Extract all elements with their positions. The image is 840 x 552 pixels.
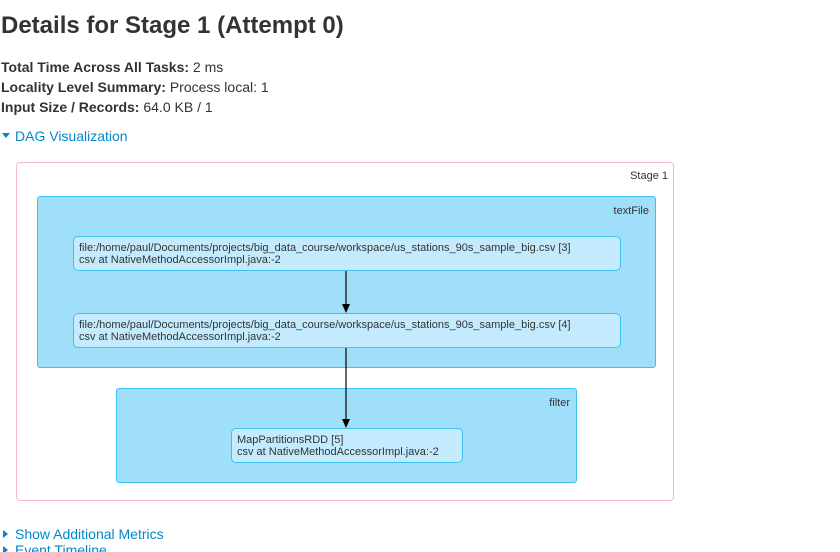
summary-input-size: Input Size / Records: 64.0 KB / 1 [1, 97, 269, 117]
show-additional-metrics-label: Show Additional Metrics [15, 526, 164, 542]
page-title: Details for Stage 1 (Attempt 0) [1, 12, 344, 39]
edge-3-to-4 [342, 271, 350, 313]
stage-summary: Total Time Across All Tasks: 2 ms Locali… [1, 57, 269, 117]
rdd-node-4-callsite: csv at NativeMethodAccessorImpl.java:-2 [79, 331, 281, 343]
cluster-filter-label: filter [549, 397, 570, 409]
chevron-down-icon [1, 131, 15, 141]
rdd-node-3[interactable]: file:/home/paul/Documents/projects/big_d… [73, 236, 621, 271]
event-timeline-label: Event Timeline [15, 542, 107, 552]
cluster-textfile-label: textFile [613, 205, 649, 217]
dag-visualization-toggle[interactable]: DAG Visualization [1, 126, 128, 146]
dag-graph: Stage 1 textFile filter file:/home/paul/… [16, 162, 674, 501]
show-additional-metrics-link[interactable]: Show Additional Metrics [1, 524, 164, 544]
total-time-value: 2 ms [192, 59, 224, 75]
input-size-value: 64.0 KB / 1 [143, 99, 213, 115]
locality-value: Process local: 1 [169, 79, 269, 95]
locality-label: Locality Level Summary: [1, 79, 166, 95]
rdd-node-5-name: MapPartitionsRDD [5] [237, 434, 344, 446]
rdd-node-4-name: file:/home/paul/Documents/projects/big_d… [79, 319, 571, 331]
summary-total-time: Total Time Across All Tasks: 2 ms [1, 57, 269, 77]
stage-cluster-label: Stage 1 [630, 170, 668, 182]
rdd-node-4[interactable]: file:/home/paul/Documents/projects/big_d… [73, 313, 621, 348]
input-size-label: Input Size / Records: [1, 99, 140, 115]
rdd-node-3-name: file:/home/paul/Documents/projects/big_d… [79, 242, 571, 254]
edge-4-to-5 [342, 348, 350, 428]
rdd-node-5[interactable]: MapPartitionsRDD [5] csv at NativeMethod… [231, 428, 463, 463]
rdd-node-5-callsite: csv at NativeMethodAccessorImpl.java:-2 [237, 446, 439, 458]
dag-visualization-label: DAG Visualization [15, 128, 128, 144]
rdd-node-3-callsite: csv at NativeMethodAccessorImpl.java:-2 [79, 254, 281, 266]
summary-locality: Locality Level Summary: Process local: 1 [1, 77, 269, 97]
total-time-label: Total Time Across All Tasks: [1, 59, 190, 75]
event-timeline-link[interactable]: Event Timeline [1, 540, 107, 552]
chevron-right-icon [1, 529, 15, 539]
chevron-right-icon [1, 545, 15, 552]
dag-edges [342, 271, 350, 428]
